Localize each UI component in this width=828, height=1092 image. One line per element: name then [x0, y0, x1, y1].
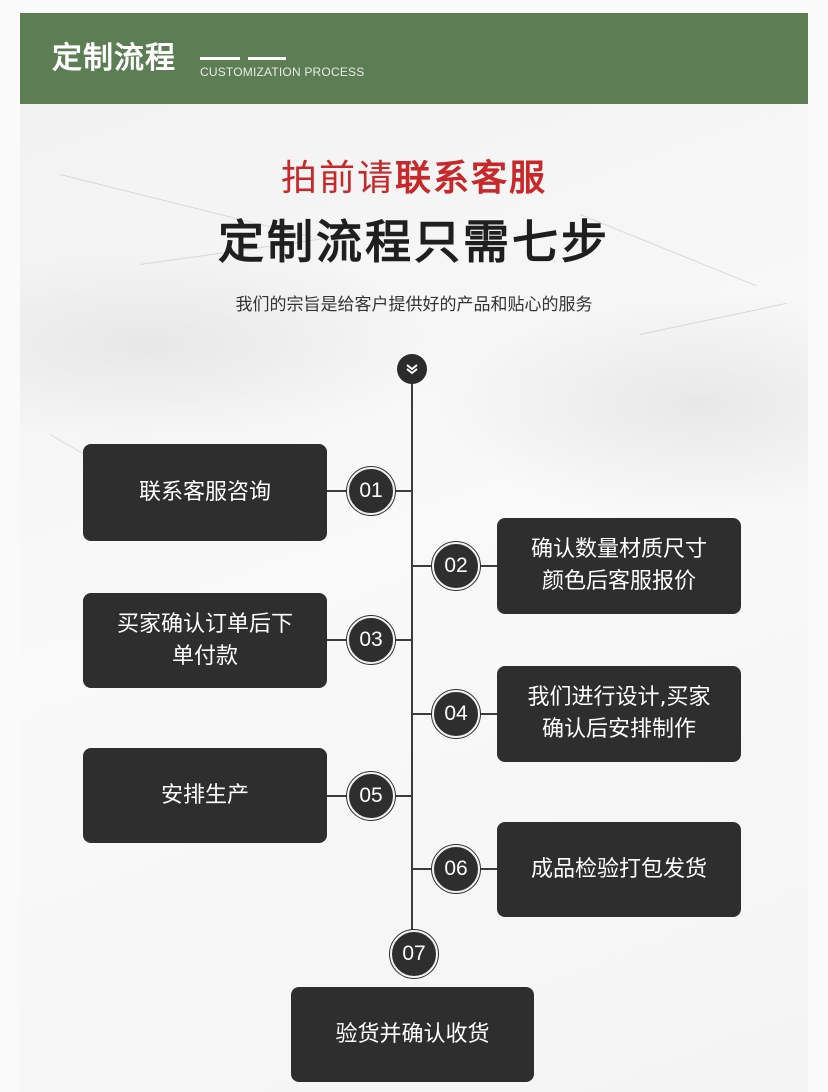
step-text-line: 买家确认订单后下 — [116, 611, 293, 637]
step-text: 我们进行设计,买家确认后安排制作 — [528, 682, 711, 746]
contact-prompt-plain: 拍前请 — [280, 158, 395, 199]
step-text-line: 安排生产 — [160, 782, 249, 808]
step-text: 安排生产 — [161, 780, 249, 812]
step-box: 验货并确认收货 — [291, 987, 534, 1082]
step-text: 联系客服咨询 — [139, 477, 271, 509]
step-number-badge: 05 — [347, 772, 395, 820]
step-number-badge: 03 — [347, 616, 395, 664]
step-box: 我们进行设计,买家确认后安排制作 — [497, 666, 741, 762]
step-text: 确认数量材质尺寸颜色后客服报价 — [531, 534, 707, 598]
step-text-line: 验货并确认收货 — [335, 1021, 490, 1047]
step-number-badge: 04 — [432, 690, 480, 738]
header-subtitle: CUSTOMIZATION PROCESS — [200, 65, 365, 79]
step-number-badge: 01 — [347, 467, 395, 515]
page-title: 定制流程只需七步 — [218, 215, 610, 269]
header-title: 定制流程 — [52, 41, 176, 76]
contact-prompt: 拍前请联系客服 — [0, 155, 828, 203]
step-box: 联系客服咨询 — [83, 444, 327, 541]
contact-prompt-emphasis: 联系客服 — [395, 158, 548, 199]
step-text-line: 确认后安排制作 — [541, 717, 696, 742]
step-text-line: 我们进行设计,买家 — [527, 685, 711, 710]
step-box: 成品检验打包发货 — [497, 822, 741, 917]
step-number-badge: 02 — [432, 542, 480, 590]
step-text-line: 联系客服咨询 — [138, 479, 271, 505]
step-text-line: 成品检验打包发货 — [530, 856, 707, 882]
step-text: 买家确认订单后下单付款 — [117, 609, 293, 673]
step-number-badge: 06 — [432, 845, 480, 893]
step-number-badge: 07 — [390, 930, 438, 978]
step-text: 验货并确认收货 — [335, 1019, 489, 1051]
step-text: 成品检验打包发货 — [531, 854, 707, 886]
step-text-line: 确认数量材质尺寸 — [530, 537, 707, 562]
step-box: 确认数量材质尺寸颜色后客服报价 — [497, 518, 741, 614]
service-motto: 我们的宗旨是给客户提供好的产品和贴心的服务 — [235, 295, 593, 315]
step-text-line: 颜色后客服报价 — [541, 569, 696, 594]
header-dash-divider — [200, 57, 286, 63]
step-text-line: 单付款 — [171, 643, 238, 669]
step-box: 买家确认订单后下单付款 — [83, 593, 327, 688]
header-banner: 定制流程 CUSTOMIZATION PROCESS — [20, 13, 808, 104]
timeline-axis — [411, 370, 413, 935]
chevron-down-icon — [397, 354, 427, 384]
step-box: 安排生产 — [83, 748, 327, 843]
